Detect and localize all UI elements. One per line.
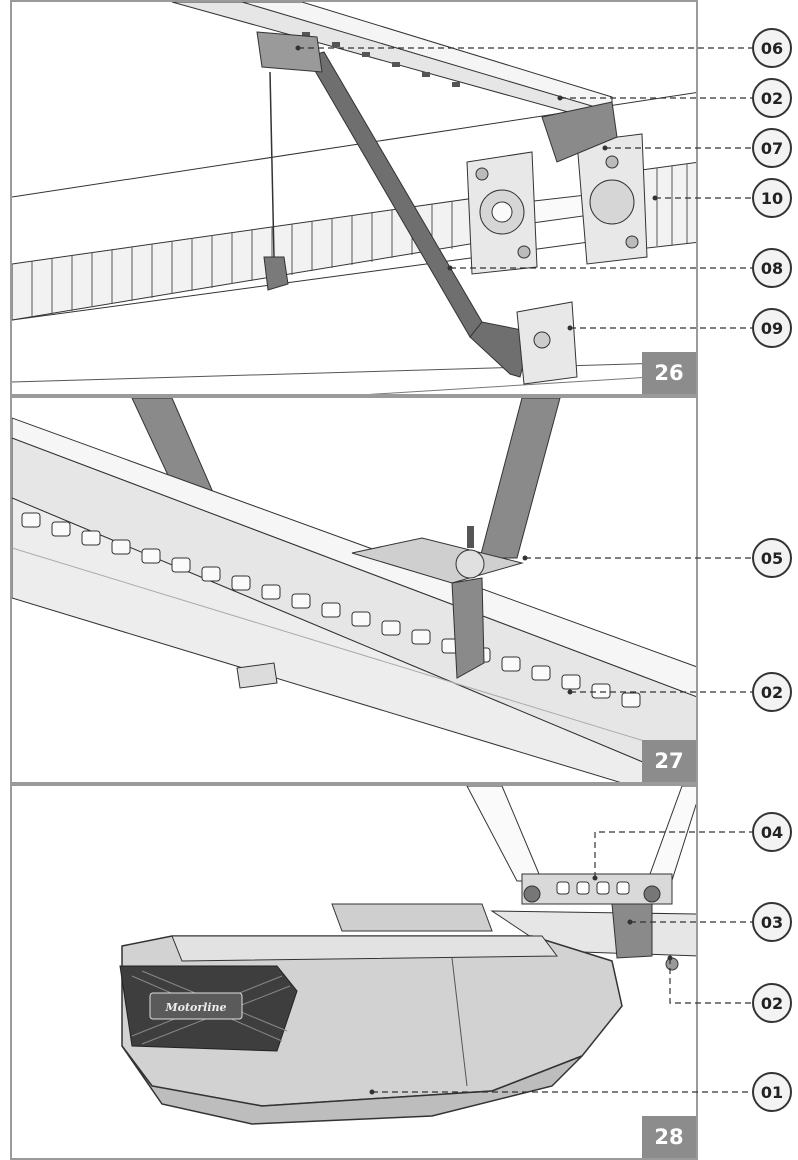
motor-unit-01: Motorline (119, 903, 623, 1125)
figure-27-drawing (12, 398, 696, 782)
mount-bracket-04 (521, 873, 673, 905)
figure-28-panel: Motorline 28 (10, 784, 698, 1160)
figure-26-drawing (12, 2, 696, 394)
callout-03: 03 (752, 902, 792, 942)
callout-07: 07 (752, 128, 792, 168)
figure-27-panel: 27 (10, 396, 698, 784)
figure-number: 27 (642, 740, 696, 782)
callout-04: 04 (752, 812, 792, 852)
rail-bracket-05 (351, 526, 524, 679)
callout-02: 02 (752, 983, 792, 1023)
callout-09: 09 (752, 308, 792, 348)
callout-02: 02 (752, 672, 792, 712)
figure-number: 26 (642, 352, 696, 394)
figure-number: 28 (642, 1116, 696, 1158)
release-trolley-06 (256, 31, 323, 291)
callout-08: 08 (752, 248, 792, 288)
arm-bracket-09 (306, 51, 578, 385)
callout-06: 06 (752, 28, 792, 68)
chain-links (21, 512, 641, 708)
callout-05: 05 (752, 538, 792, 578)
figure-28-drawing: Motorline (119, 786, 696, 1125)
callout-01: 01 (752, 1072, 792, 1112)
motor-grille: Motorline (119, 965, 298, 1052)
callout-10: 10 (752, 178, 792, 218)
figure-26-panel: 26 (10, 0, 698, 396)
bearing-plate-08 (466, 151, 538, 275)
rail-02 (12, 417, 696, 782)
callout-02: 02 (752, 78, 792, 118)
brand-logo: Motorline (164, 1001, 226, 1014)
rail-02 (171, 2, 618, 163)
bearing-plate-07 (576, 133, 648, 265)
